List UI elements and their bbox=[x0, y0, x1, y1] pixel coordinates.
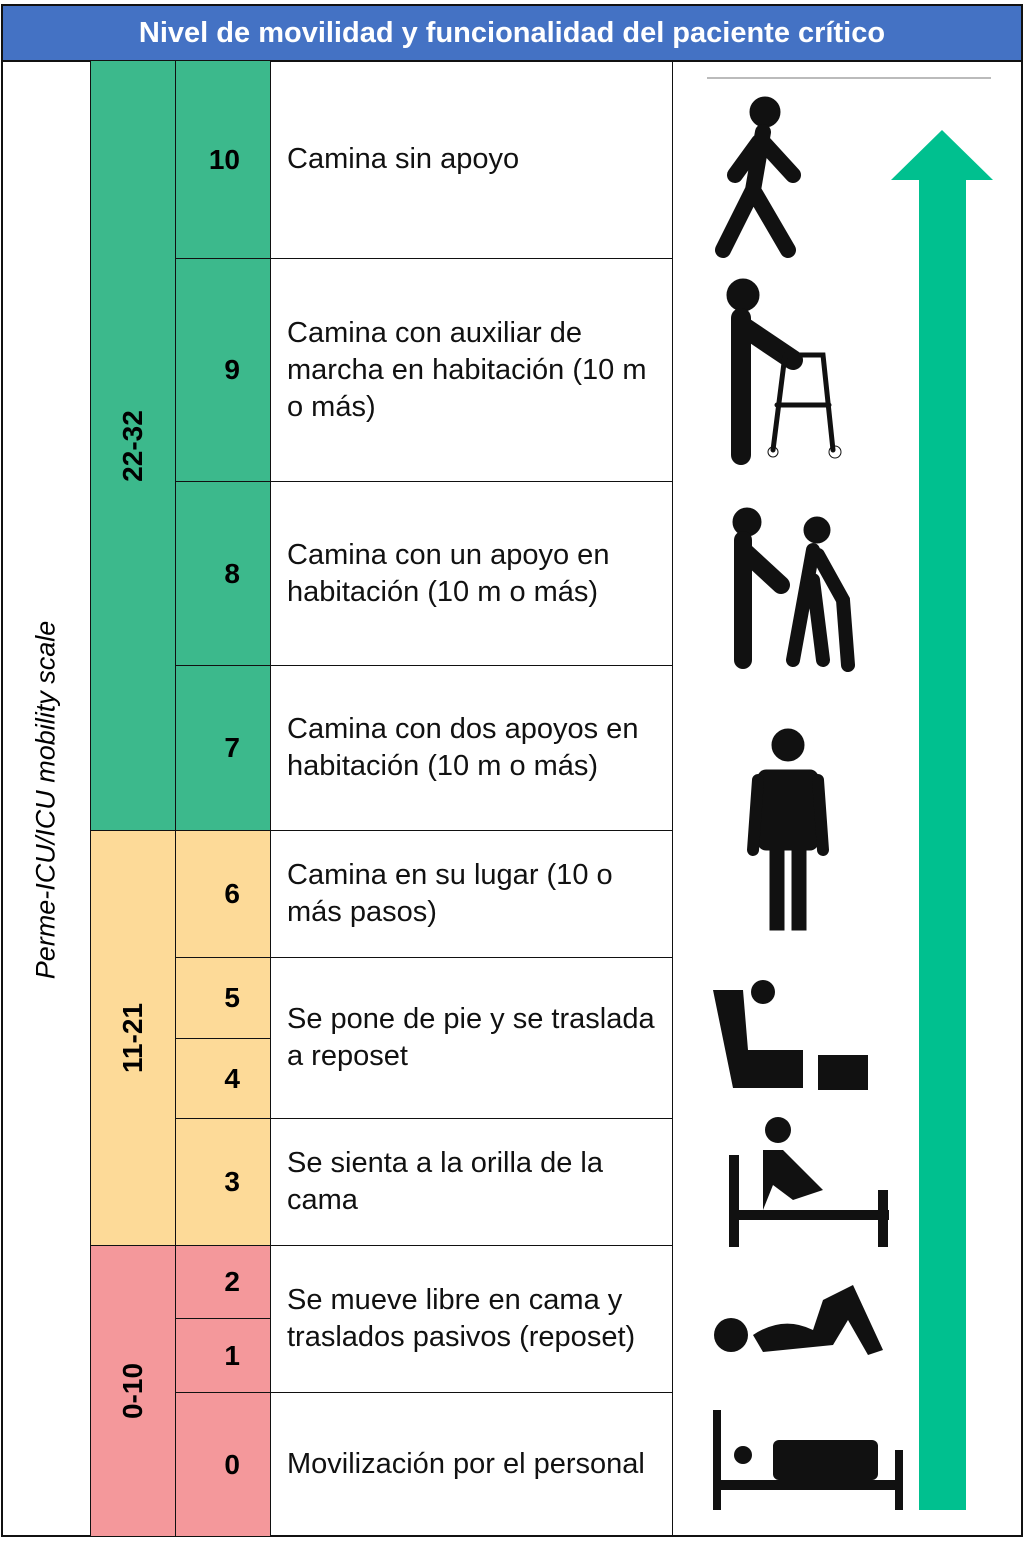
range-low: 0-10 bbox=[90, 1245, 176, 1537]
level-3: 3 bbox=[175, 1118, 271, 1246]
level-8: 8 bbox=[175, 481, 271, 666]
range-label: 11-21 bbox=[116, 1002, 148, 1074]
range-label: 22-32 bbox=[117, 409, 148, 482]
bedridden-patient-icon bbox=[713, 1410, 903, 1510]
walking-person-icon bbox=[715, 96, 801, 258]
standing-person-icon bbox=[747, 728, 829, 931]
range-high: 22-32 bbox=[90, 60, 176, 831]
level-7: 7 bbox=[175, 665, 271, 831]
description: Movilización por el personal bbox=[270, 1392, 673, 1537]
description: Camina con un apoyo en habitación (10 m … bbox=[270, 481, 673, 666]
illustrations bbox=[707, 77, 993, 1510]
description: Camina con dos apoyos en habitación (10 … bbox=[270, 665, 673, 831]
page-title: Nivel de movilidad y funcionalidad del p… bbox=[1, 4, 1023, 62]
scale-label: Perme-ICU/ICU mobility scale bbox=[30, 620, 61, 980]
up-arrow-icon bbox=[891, 130, 993, 1510]
level-6: 6 bbox=[175, 830, 271, 958]
description: Camina con auxiliar de marcha en habitac… bbox=[270, 258, 673, 482]
walker-person-icon bbox=[726, 278, 842, 465]
level-1: 1 bbox=[175, 1318, 271, 1393]
level-0: 0 bbox=[175, 1392, 271, 1537]
range-mid: 11-21 bbox=[90, 830, 176, 1246]
description: Se mueve libre en cama y traslados pasiv… bbox=[270, 1245, 673, 1393]
assisted-walking-icon bbox=[732, 507, 855, 672]
description: Se pone de pie y se traslada a reposet bbox=[270, 957, 673, 1119]
icon-column bbox=[672, 60, 1023, 1537]
level-9: 9 bbox=[175, 258, 271, 482]
sitting-bedside-icon bbox=[729, 1117, 889, 1247]
chair-transfer-icon bbox=[713, 980, 868, 1090]
description: Camina sin apoyo bbox=[270, 60, 673, 259]
description: Camina en su lugar (10 o más pasos) bbox=[270, 830, 673, 958]
level-2: 2 bbox=[175, 1245, 271, 1319]
lying-bed-mobility-icon bbox=[714, 1285, 883, 1355]
level-4: 4 bbox=[175, 1038, 271, 1119]
range-label: 0-10 bbox=[116, 1362, 148, 1420]
level-10: 10 bbox=[175, 60, 271, 259]
level-5: 5 bbox=[175, 957, 271, 1039]
description: Se sienta a la orilla de la cama bbox=[270, 1118, 673, 1246]
